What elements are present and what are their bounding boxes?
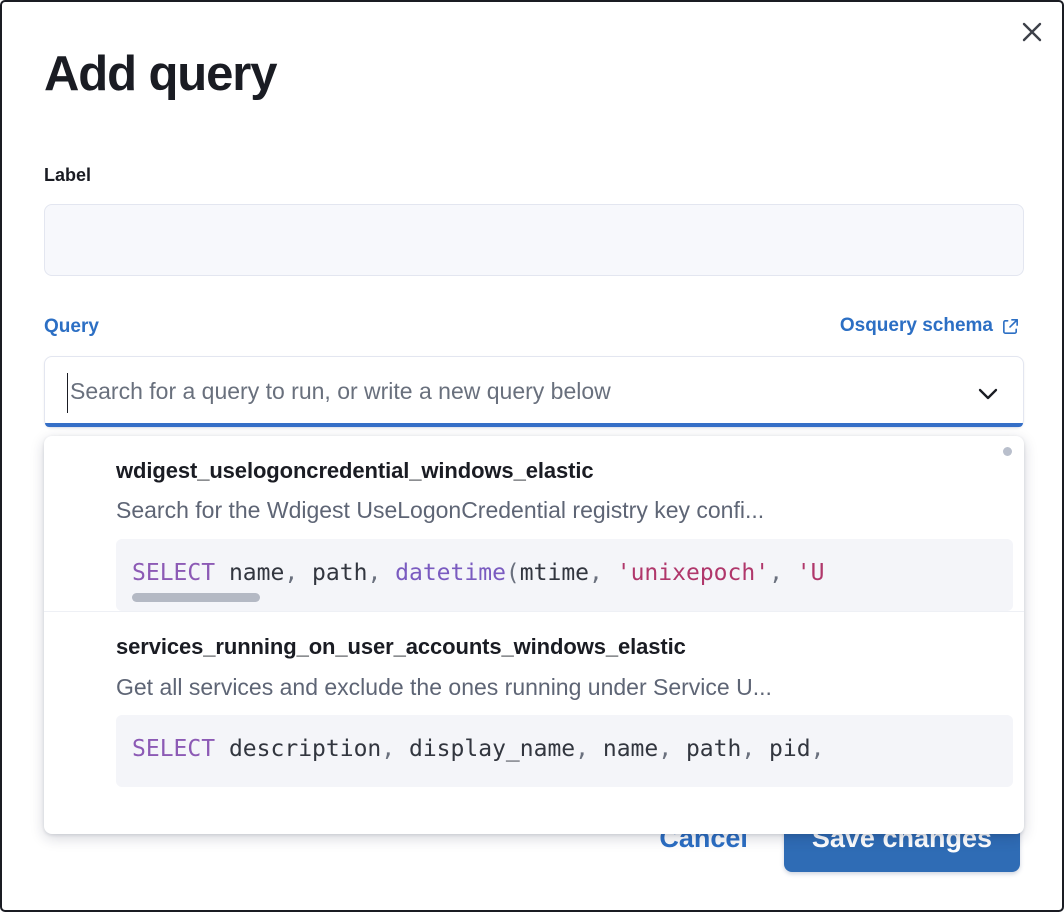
page-title: Add query	[44, 47, 278, 101]
query-link[interactable]: Query	[44, 316, 99, 337]
close-icon	[1021, 21, 1043, 43]
option-code-block[interactable]: SELECT name, path, datetime(mtime, 'unix…	[116, 539, 1013, 612]
sql-code: SELECT description, display_name, name, …	[132, 736, 825, 763]
list-item[interactable]: services_running_on_user_accounts_window…	[44, 611, 1024, 788]
code-horizontal-scrollbar[interactable]	[132, 593, 260, 603]
focus-underline	[45, 423, 1023, 427]
label-field-heading: Label	[44, 165, 92, 185]
close-button[interactable]	[1014, 14, 1050, 50]
dropdown-scrollbar[interactable]	[1003, 447, 1012, 456]
option-description: Search for the Wdigest UseLogonCredentia…	[116, 497, 765, 524]
option-title: wdigest_uselogoncredential_windows_elast…	[116, 458, 594, 483]
text-cursor	[67, 373, 68, 413]
option-description: Get all services and exclude the ones ru…	[116, 673, 772, 700]
list-item[interactable]: wdigest_uselogoncredential_windows_elast…	[44, 436, 1024, 612]
external-link-icon	[1001, 316, 1020, 336]
query-search-combobox[interactable]: Search for a query to run, or write a ne…	[44, 356, 1024, 428]
query-suggestions-dropdown[interactable]: wdigest_uselogoncredential_windows_elast…	[44, 436, 1024, 834]
option-code-block[interactable]: SELECT description, display_name, name, …	[116, 715, 1013, 788]
chevron-down-icon[interactable]	[973, 379, 1003, 414]
sql-code: SELECT name, path, datetime(mtime, 'unix…	[132, 560, 825, 587]
label-input[interactable]	[44, 204, 1024, 276]
osquery-schema-link[interactable]: Osquery schema	[840, 315, 1020, 337]
query-search-placeholder: Search for a query to run, or write a ne…	[70, 377, 611, 404]
option-title: services_running_on_user_accounts_window…	[116, 634, 686, 660]
osquery-schema-label: Osquery schema	[839, 315, 993, 336]
